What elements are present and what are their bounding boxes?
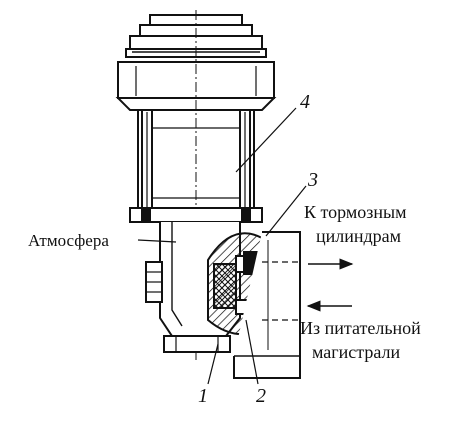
leader-lines xyxy=(137,107,307,385)
leader-2 xyxy=(245,319,259,385)
label-from-main-line2: магистрали xyxy=(312,342,400,362)
label-from-main-line1: Из питательной xyxy=(300,318,421,338)
callout-2: 2 xyxy=(256,385,266,407)
callout-1: 1 xyxy=(198,385,208,407)
leader-1 xyxy=(207,343,219,385)
flow-arrows xyxy=(306,258,354,312)
label-to-brake-line2: цилиндрам xyxy=(316,226,401,246)
label-to-brake-line1: К тормозным xyxy=(304,202,406,222)
callout-3: 3 xyxy=(307,169,318,191)
leader-3 xyxy=(265,185,307,237)
callout-4: 4 xyxy=(300,91,310,113)
leader-4 xyxy=(235,107,297,173)
leader-atmosphere xyxy=(137,239,177,243)
label-atmosphere: Атмосфера xyxy=(28,231,109,250)
